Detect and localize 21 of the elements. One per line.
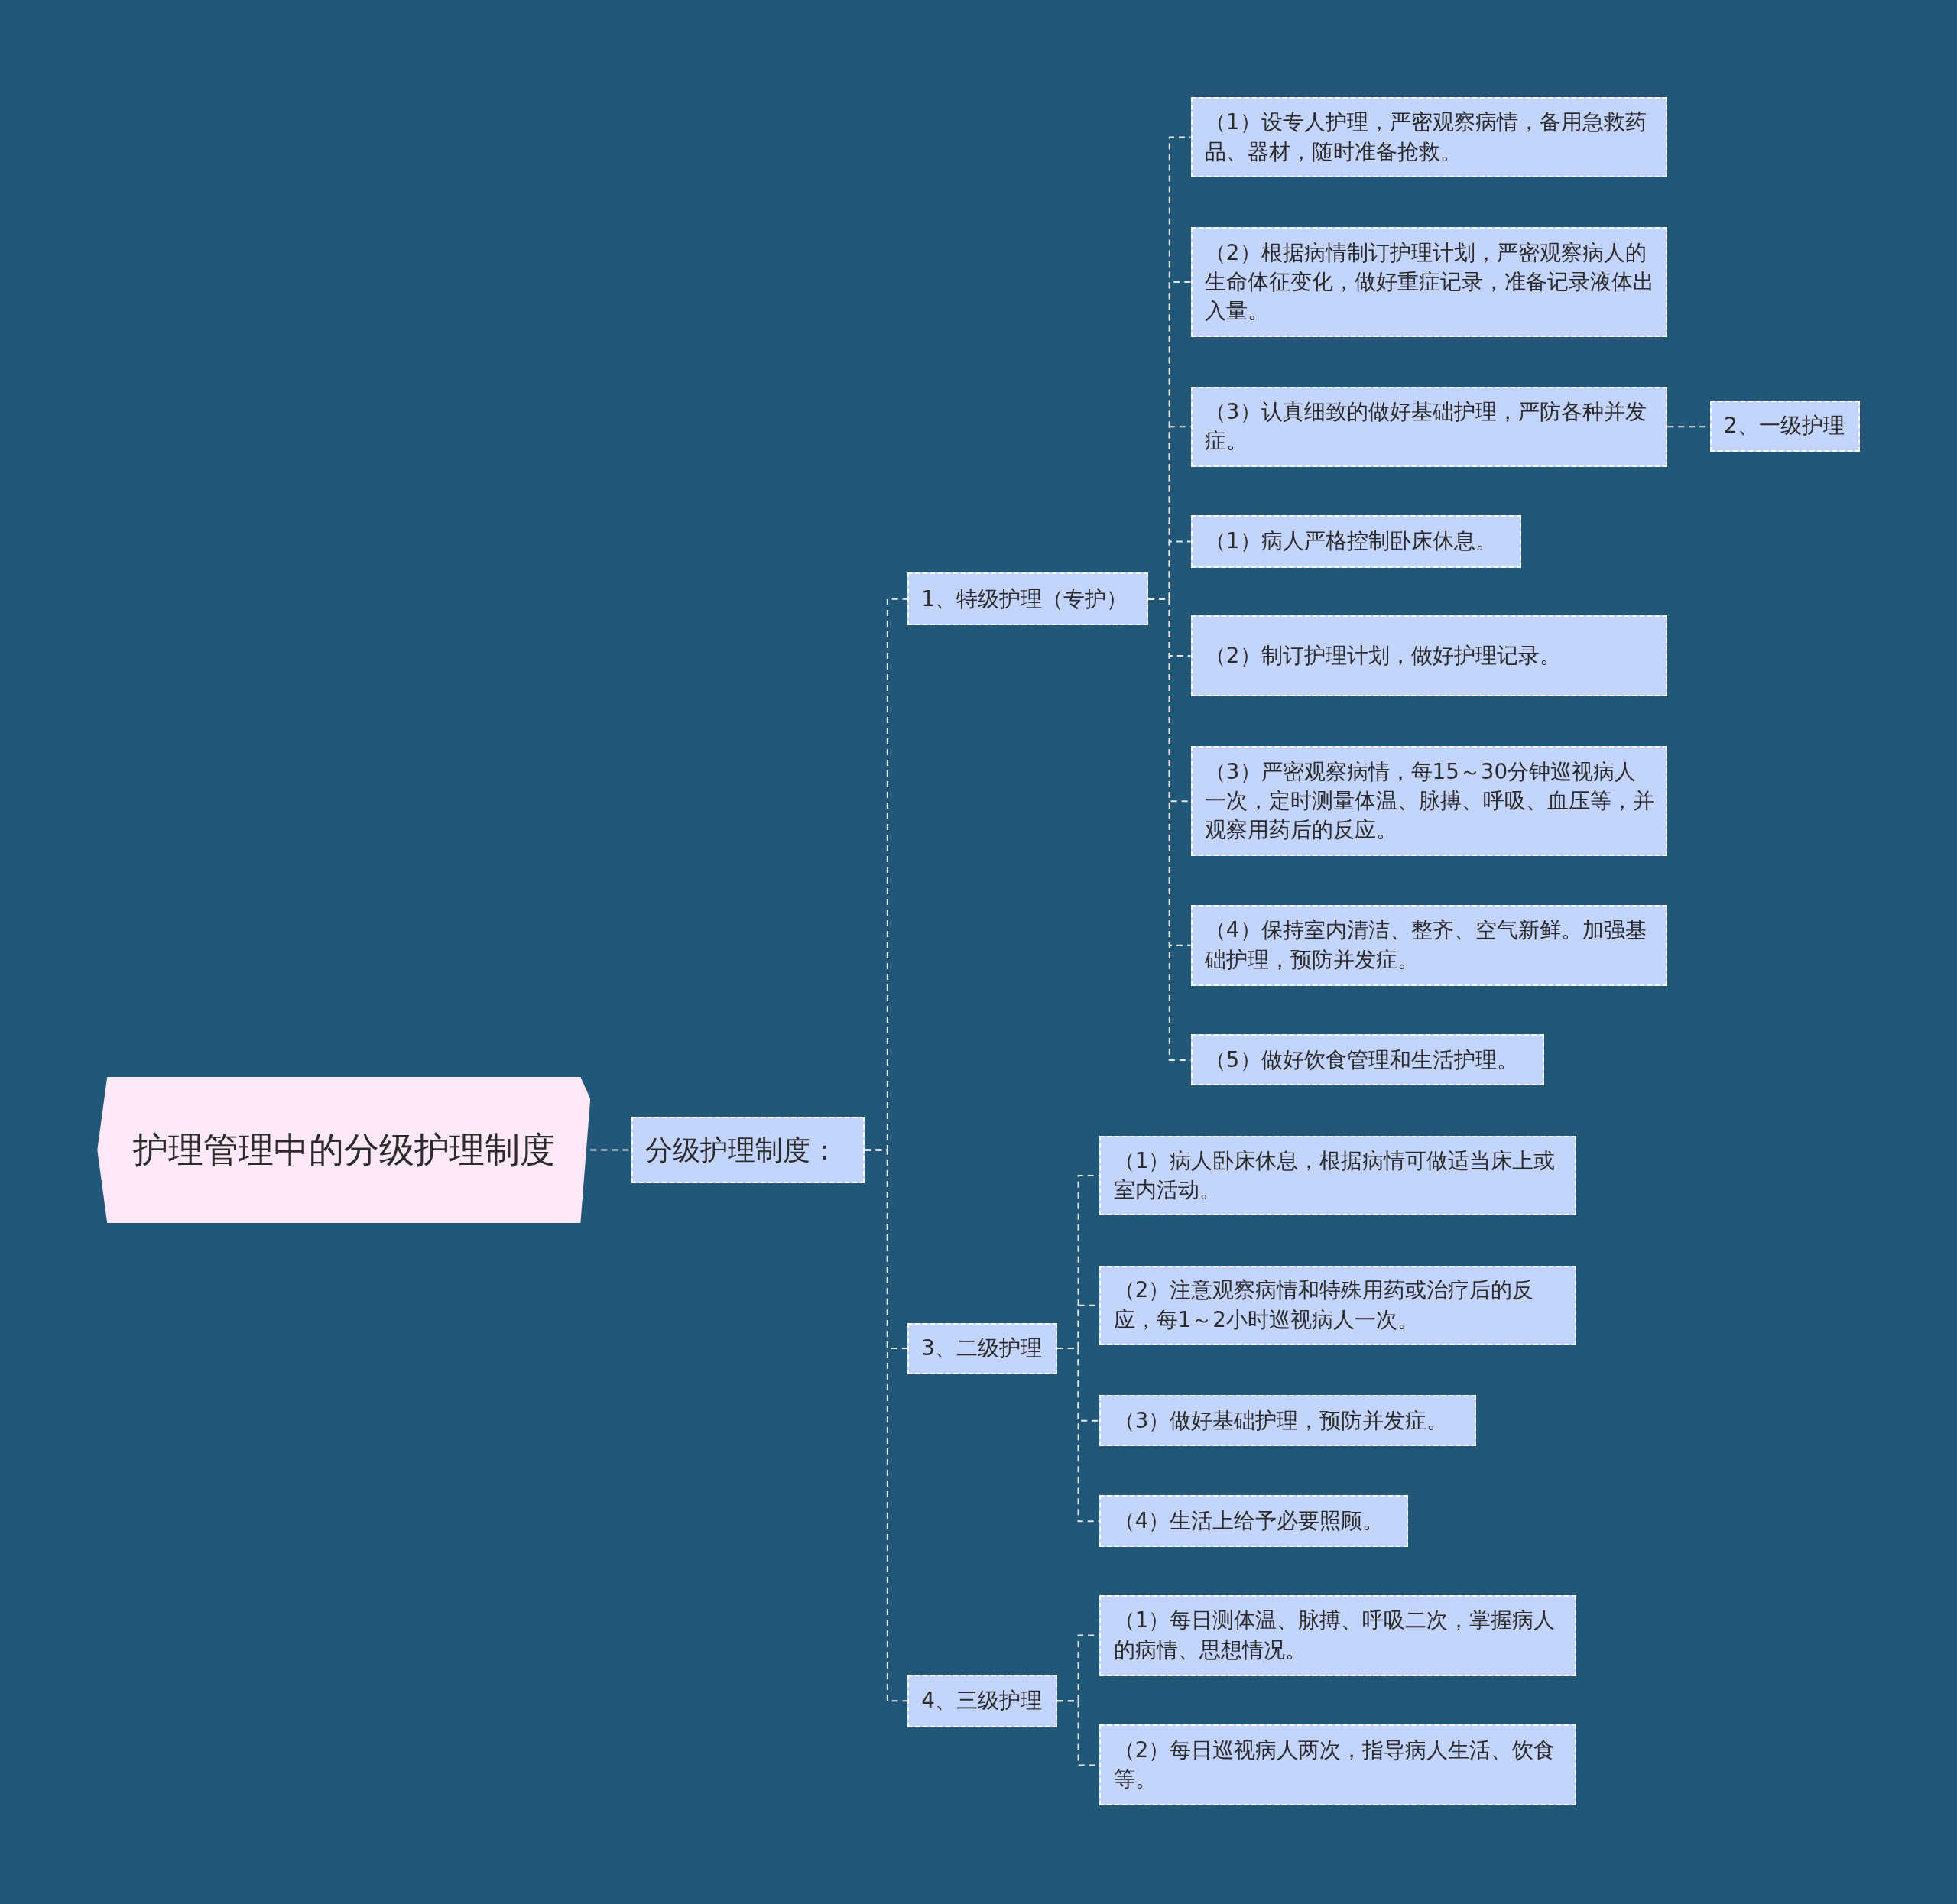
detail-box: （4）保持室内清洁、整齐、空气新鲜。加强基础护理，预防并发症。: [1190, 904, 1668, 986]
detail-box: （3）做好基础护理，预防并发症。: [1099, 1395, 1477, 1447]
topic-box: 分级护理制度：: [631, 1117, 865, 1183]
detail-box: （2）根据病情制订护理计划，严密观察病人的生命体征变化，做好重症记录，准备记录液体出入量。: [1190, 227, 1668, 337]
subtopic-box: 4、三级护理: [907, 1675, 1057, 1727]
detail-box: （2）每日巡视病人两次，指导病人生活、饮食等。: [1099, 1724, 1577, 1806]
subtopic-box: 1、特级护理（专护）: [907, 572, 1149, 625]
detail-box: （4）生活上给予必要照顾。: [1099, 1494, 1408, 1548]
connector-line: [1056, 1348, 1101, 1523]
detail-box: （3）认真细致的做好基础护理，严防各种并发症。: [1190, 387, 1668, 467]
detail-box: （1）每日测体温、脉搏、呼吸二次，掌握病人的病情、思想情况。: [1099, 1594, 1577, 1676]
detail-box: （3）严密观察病情，每15～30分钟巡视病人一次，定时测量体温、脉搏、呼吸、血压等，并观察用药后的反应。: [1190, 746, 1668, 856]
detail-box: 2、一级护理: [1709, 401, 1860, 452]
detail-box: （1）设专人护理，严密观察病情，备用急救药品、器材，随时准备抢救。: [1190, 97, 1668, 177]
detail-box: （2）注意观察病情和特殊用药或治疗后的反应，每1～2小时巡视病人一次。: [1099, 1265, 1577, 1345]
detail-box: （1）病人严格控制卧床休息。: [1190, 515, 1522, 568]
detail-box: （2）制订护理计划，做好护理记录。: [1190, 615, 1668, 696]
subtopic-box: 3、二级护理: [907, 1322, 1057, 1374]
detail-box: （1）病人卧床休息，根据病情可做适当床上或室内活动。: [1099, 1135, 1577, 1216]
connector-line: [864, 1149, 908, 1702]
detail-box: （5）做好饮食管理和生活护理。: [1190, 1034, 1544, 1086]
